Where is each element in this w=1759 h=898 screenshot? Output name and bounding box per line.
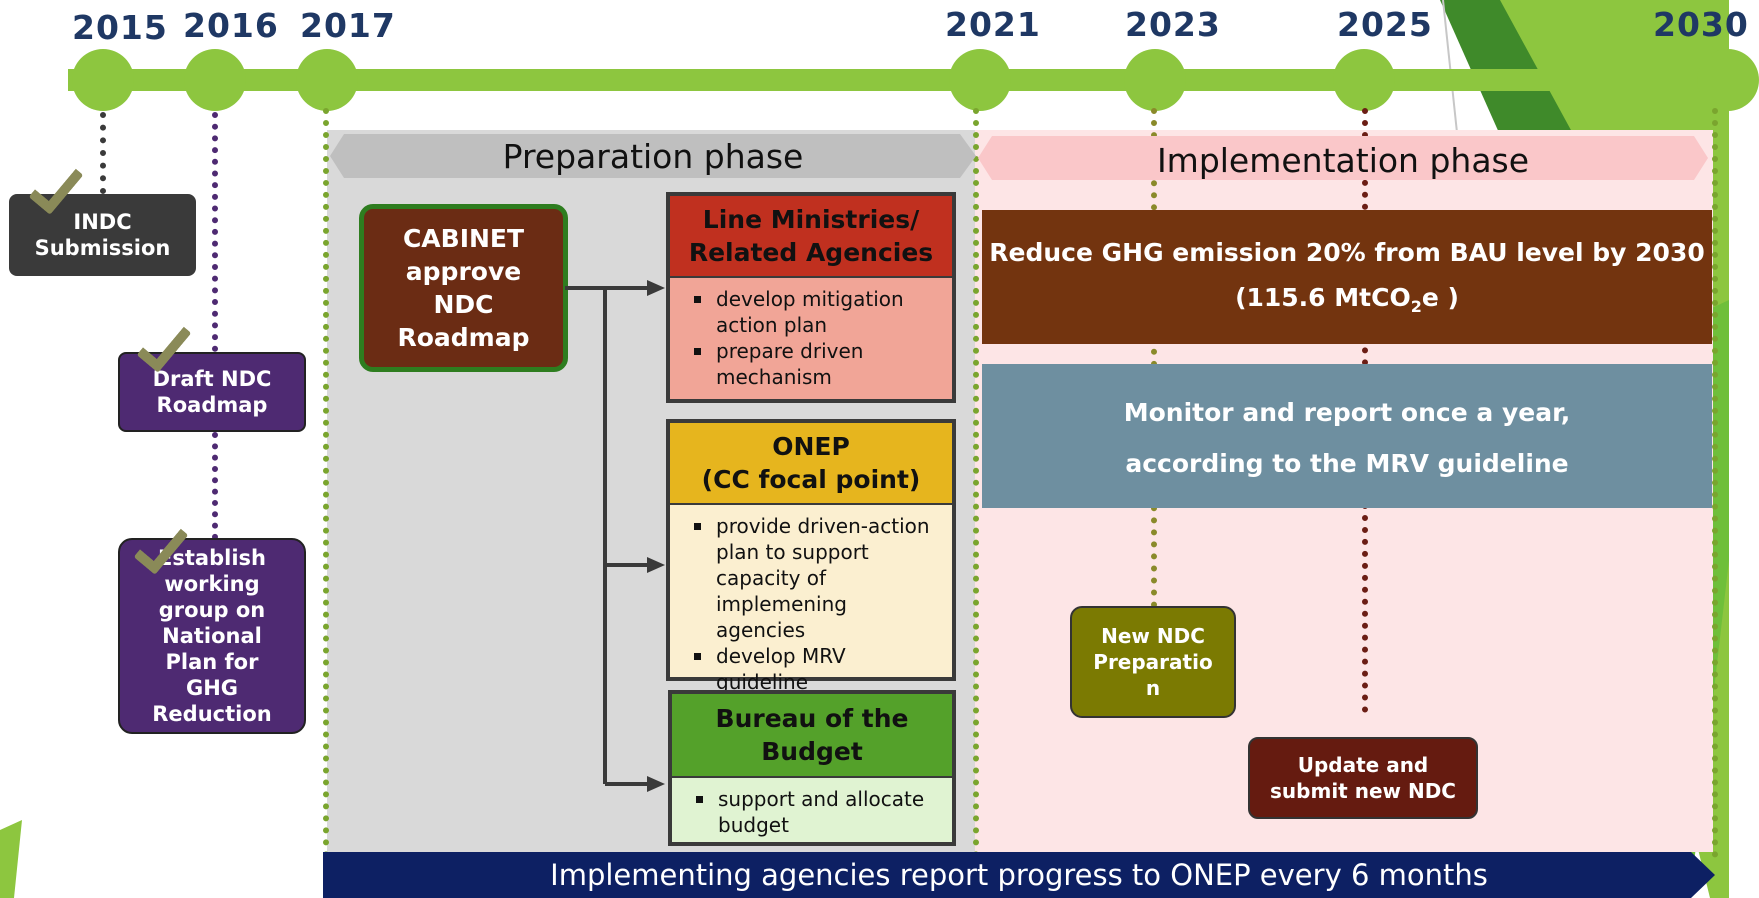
connector-2023 [1151,108,1157,608]
cabinet-connector-arrows [565,280,665,792]
year-2025: 2025 [1337,5,1433,44]
timeline-node-2015 [72,49,134,111]
line-ministries-item: prepare driven mechanism [694,338,942,390]
year-2017: 2017 [300,6,396,45]
timeline-node-2025 [1333,49,1395,111]
monitor-line1: Monitor and report once a year, [1123,398,1571,427]
monitor-line2: according to the MRV guideline [1125,449,1569,478]
line-ministries-header: Line Ministries/ Related Agencies [666,192,956,276]
bottom-banner-text: Implementing agencies report progress to… [550,858,1488,892]
timeline-bar [68,69,1729,91]
timeline-node-2017 [296,49,358,111]
year-2030: 2030 [1653,5,1749,44]
budget-item: support and allocate budget [696,786,942,838]
timeline-node-2030 [1697,49,1759,111]
cabinet-approve-box: CABINET approve NDC Roadmap [359,204,568,372]
year-2015: 2015 [72,8,168,47]
timeline-node-2023 [1124,49,1186,111]
preparation-phase-label: Preparation phase [502,136,804,176]
onep-list: provide driven-action plan to support ca… [666,503,956,694]
connector-2016-a [212,112,218,352]
indc-submission-box: INDC Submission [9,194,196,276]
working-group-box: Establish working group on National Plan… [118,538,306,734]
connector-2017 [323,108,329,858]
connector-2016-b [212,432,218,540]
goal-line2: (115.6 MtCO2e ) [982,283,1712,316]
connector-2021 [973,108,979,858]
timeline-node-2016 [184,49,246,111]
preparation-phase-arrow [330,134,976,178]
update-submit-ndc-box: Update and submit new NDC [1248,737,1478,819]
onep-item: provide driven-action plan to support ca… [694,513,942,643]
goal-subscript: 2 [1410,297,1422,316]
goal-line1: Reduce GHG emission 20% from BAU level b… [989,238,1705,267]
line-ministries-list: develop mitigation action plan prepare d… [666,276,956,403]
line-ministries-item: develop mitigation action plan [694,286,942,338]
budget-list: support and allocate budget [668,776,956,846]
new-ndc-preparation-box: New NDC Preparatio n [1070,606,1236,718]
ghg-reduction-goal-bar: Reduce GHG emission 20% from BAU level b… [982,210,1712,344]
monitor-report-bar: Monitor and report once a year, accordin… [982,364,1712,508]
goal-line2-suffix: e ) [1421,283,1459,312]
bottom-banner-arrow [323,852,1715,898]
year-2023: 2023 [1125,5,1221,44]
decor-left-wedge [0,820,22,898]
budget-header: Bureau of the Budget [668,690,956,776]
draft-ndc-roadmap-box: Draft NDC Roadmap [118,352,306,432]
implementation-phase-arrow [978,136,1708,180]
onep-item: develop MRV guideline [694,643,942,695]
year-2021: 2021 [945,5,1041,44]
timeline-node-2021 [949,49,1011,111]
implementation-phase-label: Implementation phase [1156,140,1530,180]
onep-header: ONEP (CC focal point) [666,419,956,503]
year-2016: 2016 [183,6,279,45]
connector-2030 [1712,108,1718,858]
goal-line2-text: (115.6 MtCO [1235,283,1411,312]
connector-2015 [100,112,106,194]
